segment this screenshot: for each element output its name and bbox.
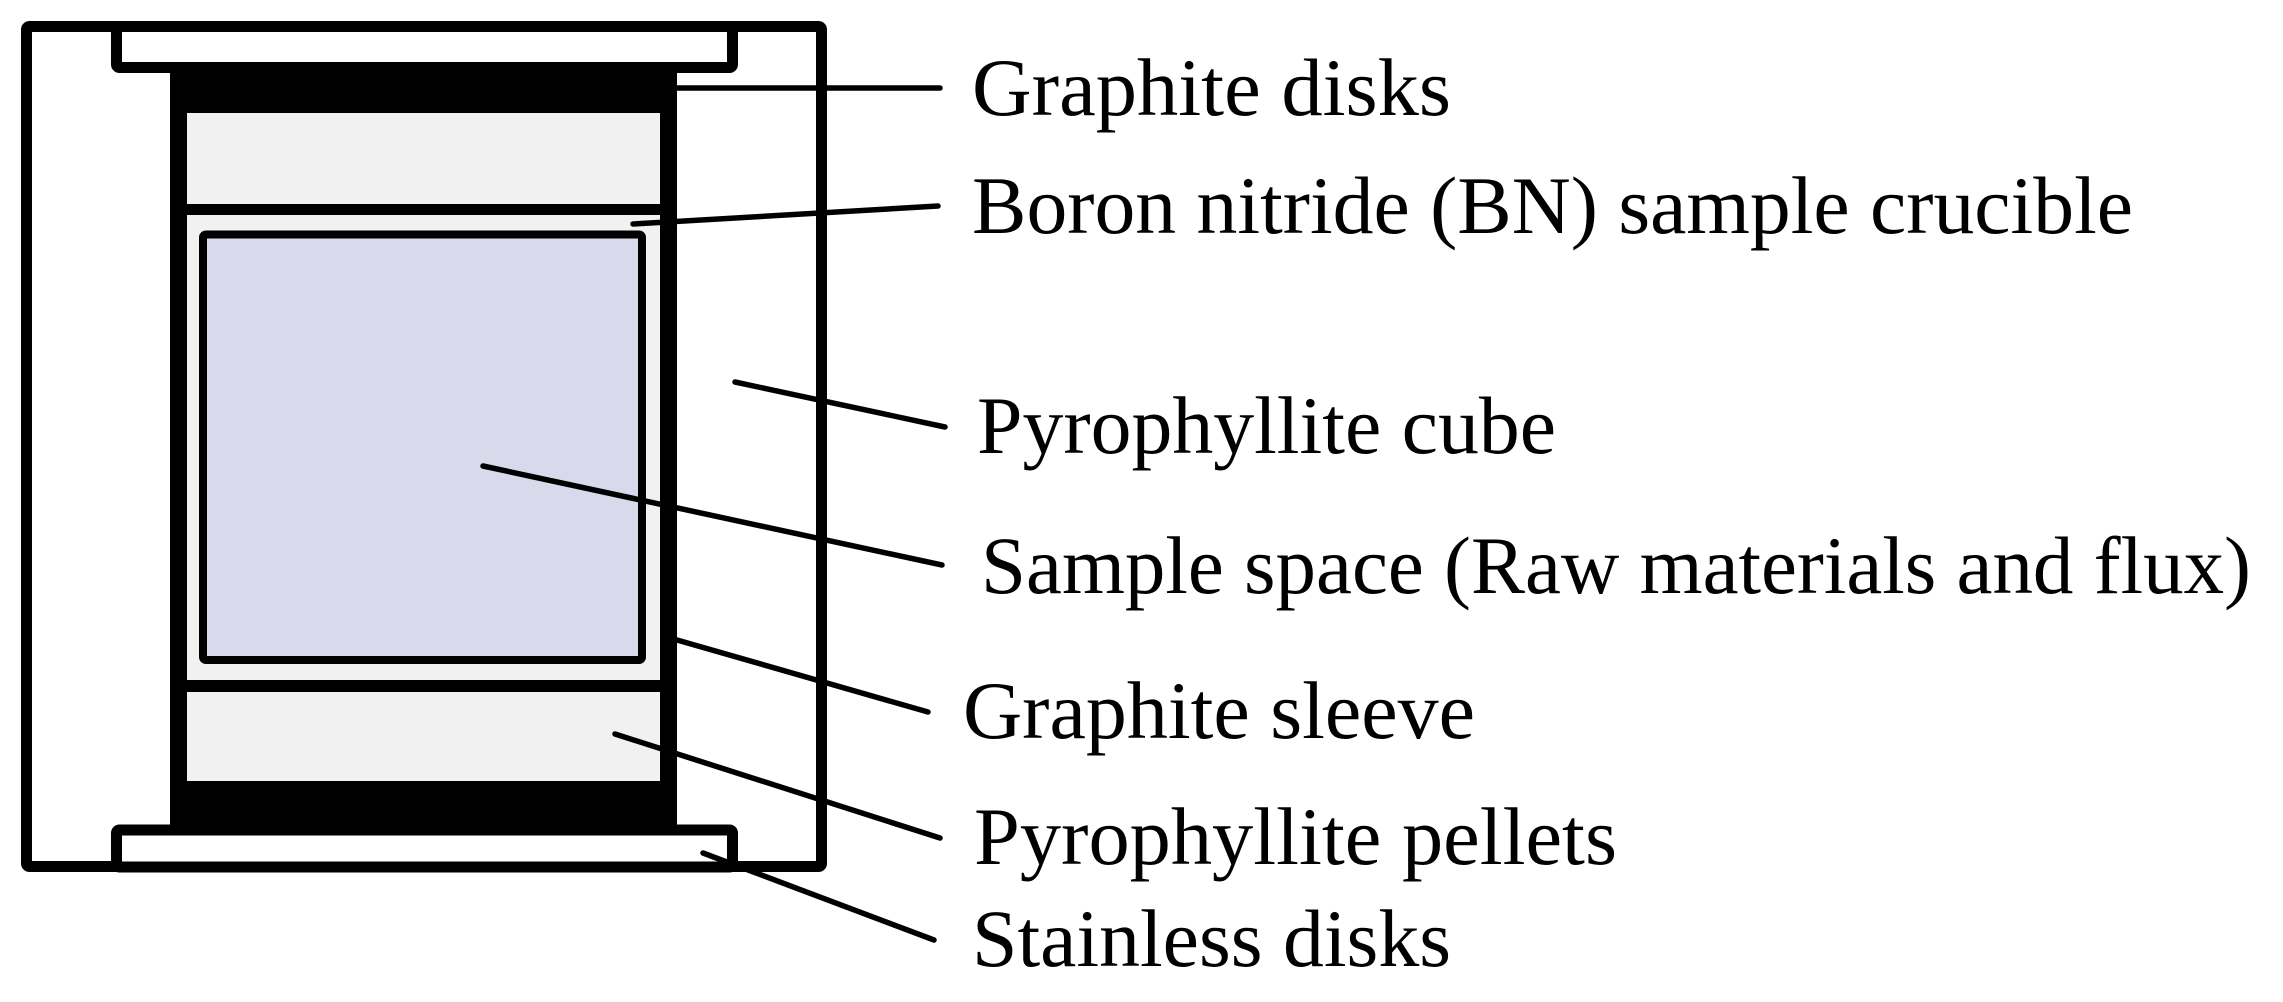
pyrophyllite-pellet-bottom [187,692,660,781]
leader-line-stainless-disks [700,850,937,943]
label-bn-crucible: Boron nitride (BN) sample crucible [972,160,2133,251]
leader-line-sample-space [480,463,945,568]
label-sample-space: Sample space (Raw materials and flux) [981,520,2251,611]
leader-line-graphite-sleeve [674,637,931,715]
pyrophyllite-pellet-top [187,113,660,204]
leader-line-pyrophyllite-pellets [612,731,943,841]
stainless-disk-top [111,21,738,73]
label-pyrophyllite-pellets: Pyrophyllite pellets [974,791,1617,882]
stainless-disk-bottom [111,824,738,873]
label-graphite-sleeve: Graphite sleeve [963,665,1475,756]
leader-line-pyrophyllite-cube [732,379,948,430]
leader-line-bn-crucible [630,203,941,227]
sample-space [199,230,646,664]
label-pyrophyllite-cube: Pyrophyllite cube [977,380,1556,471]
label-graphite-disks: Graphite disks [972,42,1451,133]
leader-lines [480,85,948,943]
label-stainless-disks: Stainless disks [972,893,1451,984]
